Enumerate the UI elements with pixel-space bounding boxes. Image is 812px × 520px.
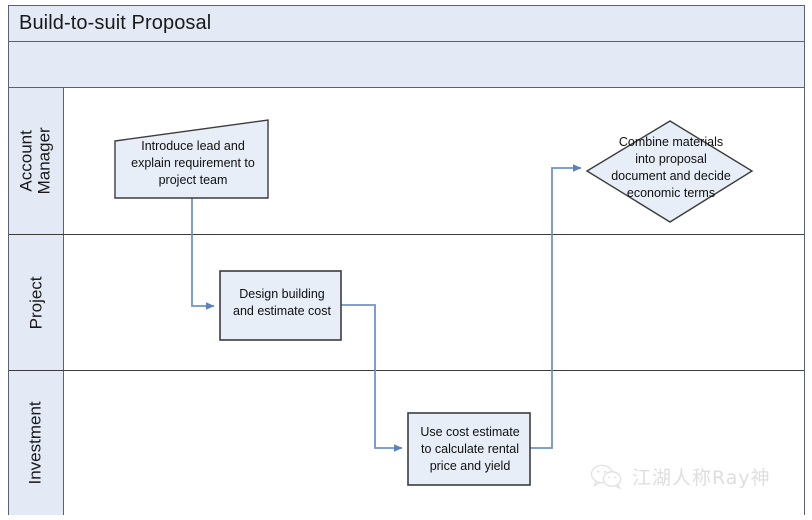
lane-body-project [64,235,804,370]
lane-label-project: Project [9,235,64,370]
lane-label-account-manager: Account Manager [9,88,64,234]
lane-label-investment: Investment [9,371,64,515]
lane-body-investment [64,371,804,515]
lane-label-project-text: Project [26,276,46,329]
diagram-title-band: Build-to-suit Proposal [8,5,805,42]
swimlane-container: Account Manager Project Investment [8,88,805,515]
lane-label-investment-text: Investment [26,401,46,485]
lane-project: Project [9,235,804,371]
lane-account-manager: Account Manager [9,88,804,235]
lane-label-account-manager-text: Account Manager [17,127,55,195]
lane-body-account-manager [64,88,804,234]
diagram-title: Build-to-suit Proposal [19,12,212,34]
diagram-subheader-band [8,42,805,88]
lane-investment: Investment [9,371,804,515]
